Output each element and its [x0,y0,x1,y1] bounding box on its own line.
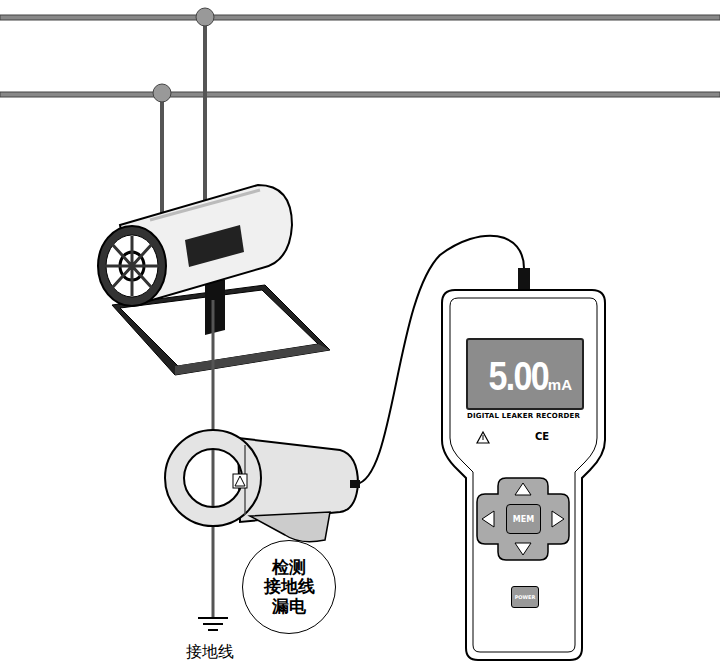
recorder-housing: DIGITAL LEAKER RECORDER 5.00mA MEM POWER [442,290,605,660]
clamp-trigger [250,512,330,542]
insulator [153,84,171,102]
power-line [0,15,720,20]
node-text: DIGITAL LEAKER RECORDER [442,412,605,420]
key-left [482,511,494,527]
node-text: 5.00 [488,354,547,399]
warning-symbol [477,432,489,443]
ground-symbol [203,623,223,625]
node-text: POWER [515,594,536,600]
power-line [0,92,720,97]
node-text: 检测 接地线 漏电 [261,558,317,617]
node-text: MEM [513,515,534,524]
drop-wire [160,94,164,225]
device-end [98,226,166,306]
power-button: POWER [511,586,539,608]
cable-plug [518,268,530,292]
lcd-display: 5.00mA [466,338,584,410]
warning-symbol [483,435,484,440]
device-window [185,225,244,267]
key-down [515,543,531,555]
device-body [150,190,260,220]
clamp-jaw [165,430,261,526]
recorder-body [442,290,605,660]
key-up [515,483,531,495]
callout-circle: 检测 接地线 漏电 [242,540,336,634]
insulator [196,8,214,26]
device-base [175,344,330,375]
ground-symbol [208,629,218,631]
keypad [477,478,569,560]
cable-plug [350,480,360,488]
clamp-warning [235,476,245,486]
node-text: mA [548,376,572,393]
mem-button: MEM [506,504,541,534]
ce-mark: CE [535,431,549,442]
ground-label: 接地线 [186,642,234,663]
clamp-warning [233,474,247,488]
drop-wire [203,18,207,205]
key-right [552,511,564,527]
ground-symbol [198,617,228,619]
recorder-body [450,298,597,652]
ground-wire [212,300,215,618]
device-end [104,236,160,296]
device-stand [205,280,225,335]
